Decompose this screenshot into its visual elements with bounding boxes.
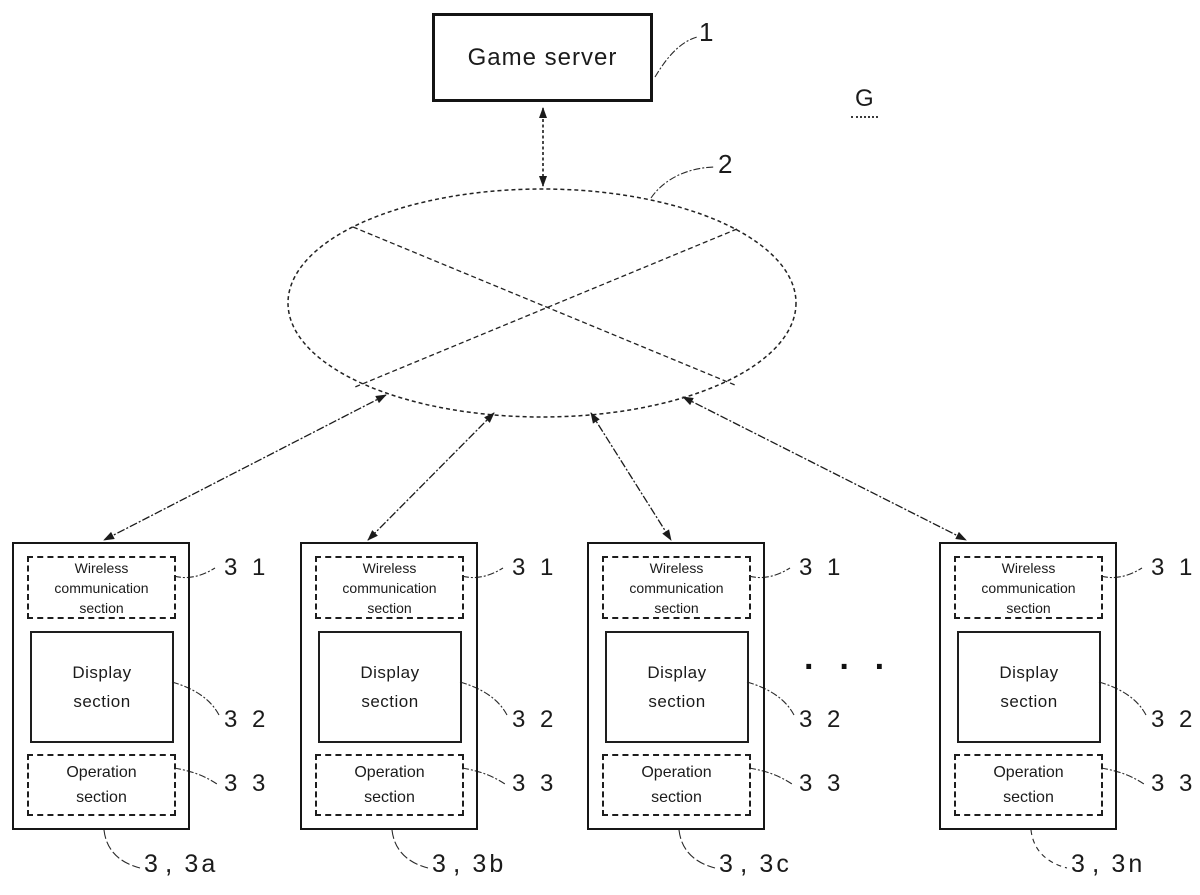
ref-numeral-31: 3 1 — [512, 554, 558, 581]
section-text: Operation — [993, 764, 1064, 781]
operation-section-box: Operation section — [954, 754, 1103, 816]
section-text: Operation — [354, 764, 425, 781]
client-device-c: Wireless communication section Display s… — [587, 542, 840, 878]
display-section-box: Display section — [30, 631, 174, 743]
device-ref-label: 3 3c — [719, 848, 792, 879]
section-text: section — [79, 599, 124, 616]
device-ref-num: 3 — [1071, 850, 1088, 878]
section-text: section — [1006, 599, 1051, 616]
section-text: section — [361, 692, 419, 711]
ref-numeral-2: 2 — [718, 149, 733, 179]
ref-numeral-32: 3 2 — [512, 706, 558, 733]
section-text: section — [1003, 789, 1054, 806]
section-text: section — [648, 692, 706, 711]
ref-numeral-31: 3 1 — [224, 554, 270, 581]
wireless-communication-section-box: Wireless communication section — [954, 556, 1103, 619]
ellipsis-dots: ··· — [804, 648, 910, 686]
display-section-box: Display section — [605, 631, 749, 743]
ideographic-comma — [736, 848, 760, 879]
network-chord-2 — [354, 228, 738, 388]
section-text: Operation — [641, 764, 712, 781]
section-text: Display — [360, 663, 420, 682]
device-ref-suffix: 3n — [1111, 850, 1146, 878]
ref-numeral-33: 3 3 — [224, 770, 270, 797]
network-device-a-arrow — [103, 394, 387, 541]
leader-ref-2 — [650, 166, 715, 199]
ref-numeral-32: 3 2 — [1151, 706, 1197, 733]
device-ref-suffix: 3c — [759, 850, 792, 878]
device-ref-label: 3 3n — [1071, 848, 1145, 879]
game-server-box: Game server — [432, 13, 653, 102]
section-text: communication — [342, 579, 437, 596]
section-text: communication — [629, 579, 724, 596]
client-device-a: Wireless communication section Display s… — [12, 542, 265, 878]
section-text: communication — [54, 579, 149, 596]
section-text: section — [651, 789, 702, 806]
section-text: Wireless — [362, 559, 417, 576]
ref-numeral-33: 3 3 — [799, 770, 845, 797]
network-device-b-arrow — [367, 412, 495, 541]
leader-ref-1 — [654, 36, 698, 78]
ref-numeral-1: 1 — [699, 17, 714, 47]
ref-numeral-32: 3 2 — [224, 706, 270, 733]
network-device-c-arrow — [590, 412, 672, 541]
operation-section-box: Operation section — [27, 754, 176, 816]
operation-section-box: Operation section — [602, 754, 751, 816]
display-section-box: Display section — [957, 631, 1101, 743]
operation-section-box: Operation section — [315, 754, 464, 816]
section-text: section — [76, 789, 127, 806]
section-text: communication — [981, 579, 1076, 596]
section-text: Display — [999, 663, 1059, 682]
device-ref-num: 3 — [144, 850, 161, 878]
display-section-box: Display section — [318, 631, 462, 743]
section-text: Display — [647, 663, 707, 682]
section-text: section — [367, 599, 412, 616]
wireless-communication-section-box: Wireless communication section — [27, 556, 176, 619]
network-ellipse — [287, 188, 797, 418]
section-text: section — [1000, 692, 1058, 711]
device-ref-suffix: 3b — [472, 850, 507, 878]
ref-numeral-31: 3 1 — [799, 554, 845, 581]
ideographic-comma — [449, 848, 473, 879]
section-text: section — [654, 599, 699, 616]
device-ref-num: 3 — [432, 850, 449, 878]
ideographic-comma — [161, 848, 185, 879]
ideographic-comma — [1088, 848, 1112, 879]
network-chord-1 — [352, 226, 736, 386]
device-ref-label: 3 3a — [144, 848, 218, 879]
device-ref-num: 3 — [719, 850, 736, 878]
section-text: section — [73, 692, 131, 711]
ref-numeral-33: 3 3 — [1151, 770, 1197, 797]
section-text: Wireless — [74, 559, 129, 576]
ref-numeral-31: 3 1 — [1151, 554, 1197, 581]
section-text: Wireless — [649, 559, 704, 576]
wireless-communication-section-box: Wireless communication section — [315, 556, 464, 619]
wireless-communication-section-box: Wireless communication section — [602, 556, 751, 619]
section-text: section — [364, 789, 415, 806]
client-device-n: Wireless communication section Display s… — [939, 542, 1192, 878]
game-server-label: Game server — [467, 43, 618, 71]
device-ref-label: 3 3b — [432, 848, 506, 879]
ref-numeral-33: 3 3 — [512, 770, 558, 797]
ref-numeral-G: G — [851, 85, 878, 118]
ref-numeral-32: 3 2 — [799, 706, 845, 733]
client-device-b: Wireless communication section Display s… — [300, 542, 553, 878]
section-text: Wireless — [1001, 559, 1056, 576]
network-device-n-arrow — [682, 396, 967, 541]
section-text: Operation — [66, 764, 137, 781]
section-text: Display — [72, 663, 132, 682]
device-ref-suffix: 3a — [184, 850, 219, 878]
